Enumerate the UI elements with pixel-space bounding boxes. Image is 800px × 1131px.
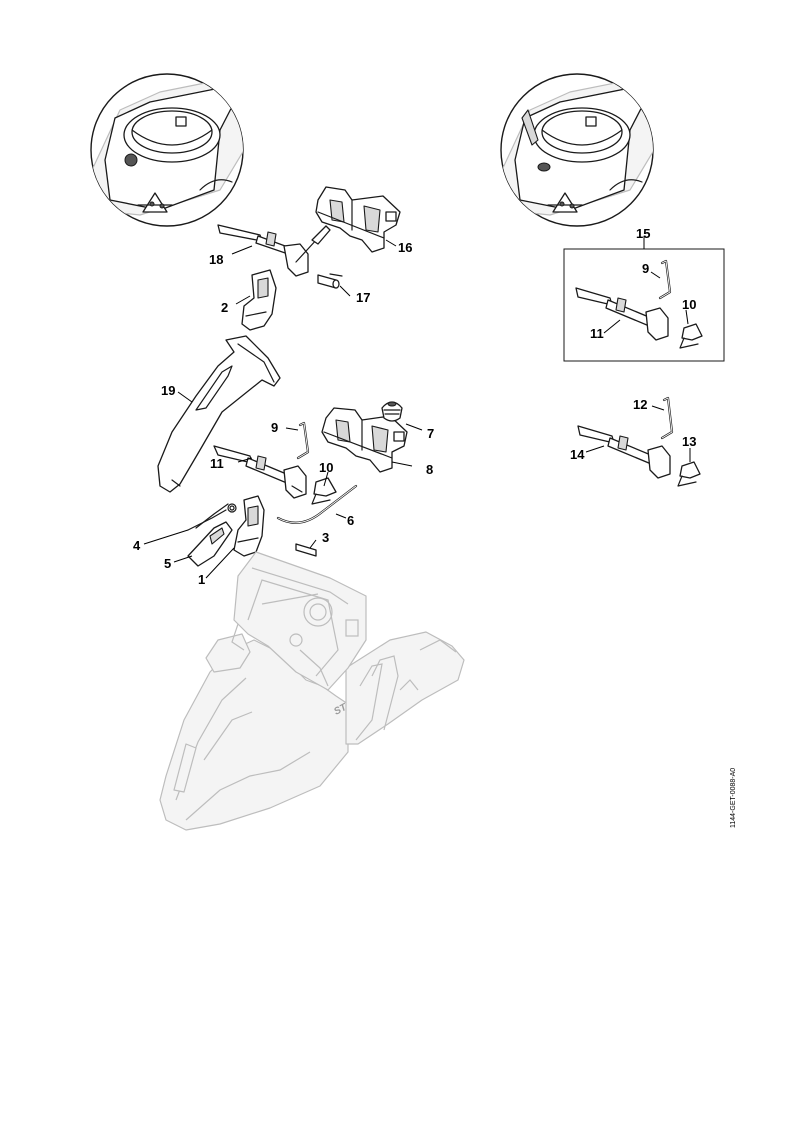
callout-3: 3 (322, 530, 329, 545)
part-10-clip (311, 477, 337, 505)
callout-17: 17 (356, 290, 370, 305)
part-7-grommet (381, 401, 403, 422)
callout-14: 14 (570, 447, 585, 462)
part-1-interlock-lever (233, 495, 265, 557)
part-9-spring-wire-kit (658, 259, 672, 300)
callout-8: 8 (426, 462, 433, 477)
part-11-throttle-shaft-kit (575, 287, 669, 341)
part-4-spring (187, 503, 237, 531)
callout-10-kit: 10 (682, 297, 696, 312)
part-11-throttle-shaft (213, 445, 307, 499)
rear-handle-housing: STIHL (159, 551, 465, 831)
part-8-throttle-housing (321, 407, 408, 473)
drawing-reference-number: 1144-GET-0088-A0 (730, 768, 737, 828)
part-3-pin (295, 543, 317, 557)
callout-4: 4 (133, 538, 141, 553)
part-19-handle-cover (157, 335, 281, 493)
part-14-throttle-shaft (577, 425, 671, 479)
callout-11-kit: 11 (590, 326, 604, 341)
callout-13: 13 (682, 434, 696, 449)
callout-11-center: 11 (210, 456, 224, 471)
callout-2: 2 (221, 300, 228, 315)
callout-18: 18 (209, 252, 223, 267)
callout-1: 1 (198, 572, 205, 587)
part-10-clip-kit (679, 323, 703, 349)
callout-19: 19 (161, 383, 175, 398)
part-18-throttle-shaft (217, 224, 331, 277)
callout-15: 15 (636, 226, 650, 241)
callout-5: 5 (164, 556, 171, 571)
callout-labels: 18 16 17 2 19 9 7 8 11 10 6 3 4 5 1 15 9… (133, 226, 696, 587)
callout-12: 12 (633, 397, 647, 412)
detail-view-left (90, 73, 244, 227)
callout-6: 6 (347, 513, 354, 528)
part-16-throttle-housing (315, 186, 401, 253)
part-9-spring-wire (296, 421, 310, 460)
part-17-pin (317, 273, 343, 289)
part-6-throttle-rod (276, 484, 358, 524)
part-13-clip (677, 461, 701, 487)
leader-lines (143, 236, 691, 579)
callout-9-center: 9 (271, 420, 278, 435)
callout-10-center: 10 (319, 460, 333, 475)
part-5-lever (187, 521, 233, 567)
part-2-lever (241, 269, 277, 331)
detail-view-right (500, 73, 654, 227)
callout-7: 7 (427, 426, 434, 441)
callout-9-kit: 9 (642, 261, 649, 276)
callout-16: 16 (398, 240, 412, 255)
part-12-spring-wire (660, 396, 674, 440)
